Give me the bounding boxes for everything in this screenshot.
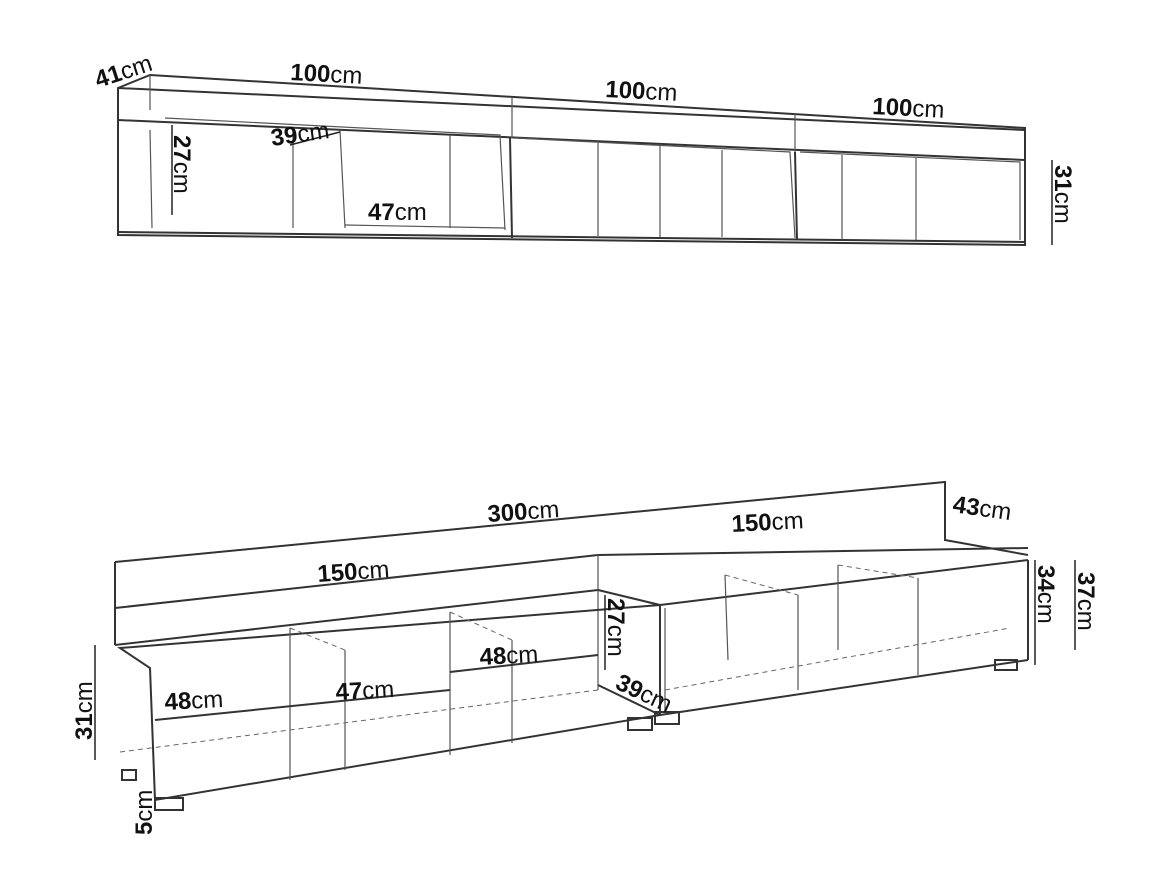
label-shelf-width-2: 100cm [605,76,678,107]
tv-stand-drawing [94,480,1076,811]
label-stand-depth: 43cm [951,491,1013,526]
wall-shelf-drawing [117,73,1053,247]
label-stand-total-height: 37cm [1072,572,1099,631]
label-stand-compartment-left: 48cm [164,686,224,716]
label-shelf-width-3: 100cm [872,93,945,124]
label-stand-body-height: 34cm [1032,565,1059,624]
label-shelf-inner-width: 47cm [368,199,427,226]
label-shelf-height: 31cm [1049,165,1076,224]
label-stand-compartment-mid: 47cm [335,676,395,706]
label-stand-left-width: 150cm [317,556,391,588]
label-stand-compartment-right: 48cm [479,641,539,671]
label-shelf-inner-depth: 39cm [269,117,331,152]
label-stand-inner-depth: 39cm [611,669,676,718]
label-stand-leg-height: 5cm [131,790,158,835]
label-stand-inner-height: 27cm [602,598,629,657]
label-shelf-width-1: 100cm [290,59,363,90]
label-stand-right-width: 150cm [731,507,804,538]
label-shelf-inner-height: 27cm [168,135,195,194]
label-stand-front-height: 31cm [71,681,98,740]
label-stand-total-width: 300cm [487,496,561,528]
label-shelf-depth: 41cm [92,50,156,94]
